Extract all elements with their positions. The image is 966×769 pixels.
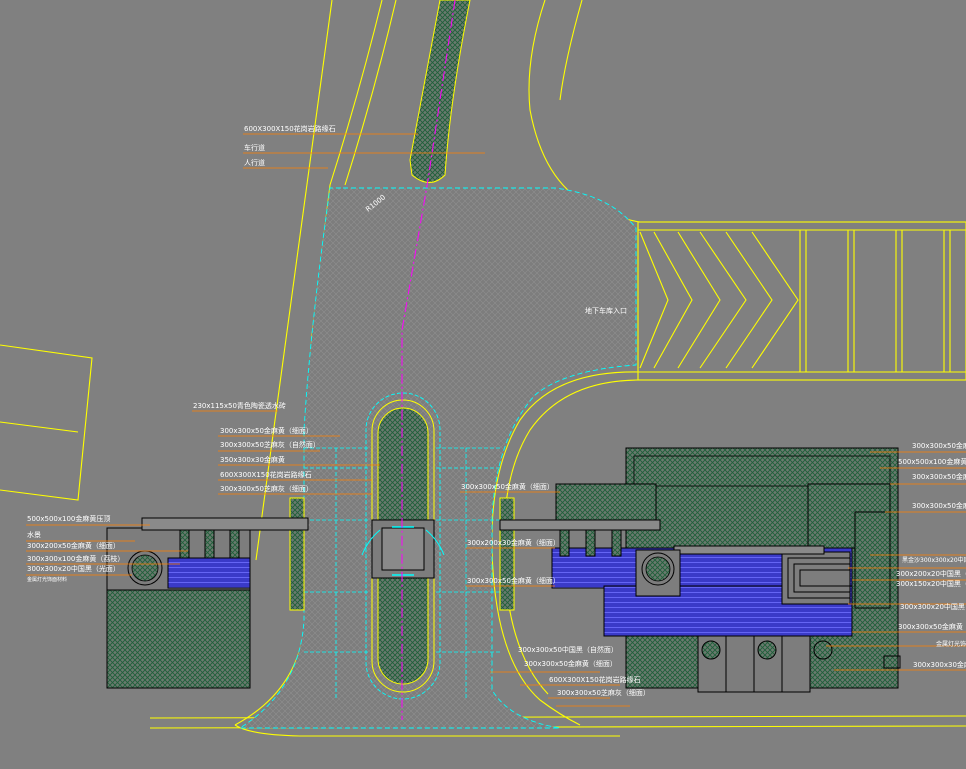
label-top-2: 人行道 [244,158,265,167]
label-right-7: 300x300x20中国黑（光 [900,602,966,611]
label-center-left-3: 350x300x30金麻黄 [220,455,285,464]
annotation-labels: 600X300X150花岗岩路缘石 车行道 人行道 R1000 地下车库入口 2… [27,124,966,697]
label-right-2: 300x300x50金麻黄 [912,472,966,481]
label-left-pool-3: 300x300x100金麻黄（荔枝） [27,554,124,563]
label-right-10: 300x300x30金麻 [913,660,966,669]
right-narrow-planter [499,497,515,611]
label-right-1: 500x500x100金麻黄（光 [898,457,966,466]
right-water-feature [499,447,901,693]
label-bottom-center-1: 300x300x50金麻黄（细面） [524,659,617,668]
paving-grid [304,447,500,700]
label-bottom-center-3: 300x300x50芝麻灰（细面） [557,688,650,697]
label-bottom-center-0: 300x300x50中国黑（自然面） [518,645,618,654]
label-top-0: 600X300X150花岗岩路缘石 [244,124,336,133]
label-right-8: 300x300x50金麻黄（光 [898,622,966,631]
label-center-left-2: 300x300x50芝麻灰（自然面） [220,440,320,449]
label-right-9: 金属灯光饰面材 [936,640,966,648]
label-bottom-center-2: 600X300X150花岗岩路缘石 [549,675,641,684]
label-right-3: 300x300x50金麻黄 [912,501,966,510]
label-right-6: 300x150x20中国黑（光 [896,579,966,588]
label-center-left-4: 600X300X150花岗岩路缘石 [220,470,312,479]
label-left-pool-2: 300x200x50金麻黄（细面） [27,541,120,550]
label-right-0: 300x300x50金麻黄 [912,441,966,450]
label-center-left-0: 230x115x50青色陶瓷透水砖 [193,401,286,410]
label-left-pool-0: 500x500x100金麻黄压顶 [27,514,110,523]
center-axis-line [401,0,456,720]
label-left-pool-5: 金属灯光饰面材料 [27,576,67,583]
label-top-1: 车行道 [244,143,265,152]
label-right-5: 300x200x20中国黑（光 [896,569,966,578]
label-center-right-2: 300x300x50金麻黄（细面） [467,576,560,585]
left-water-feature [106,517,309,689]
parking-strip [637,221,966,381]
label-left-pool-4: 300x300x20中国黑（光面） [27,564,120,573]
leader-lines [26,133,966,707]
central-oval-planter [361,392,445,700]
label-center-left-1: 300x300x50金麻黄（细面） [220,426,313,435]
label-left-pool-1: 水景 [27,530,41,539]
label-center-right-1: 300x200x30金麻黄（细面） [467,538,560,547]
label-center-left-5: 300x300x50芝麻灰（细面） [220,484,313,493]
left-narrow-planter [289,497,305,611]
label-center-right-0: 300x300x50金麻黄（细面） [461,482,554,491]
label-right-4: 黑金沙300x300x20中国黑 [902,556,966,564]
label-entrance: 地下车库入口 [585,306,627,315]
